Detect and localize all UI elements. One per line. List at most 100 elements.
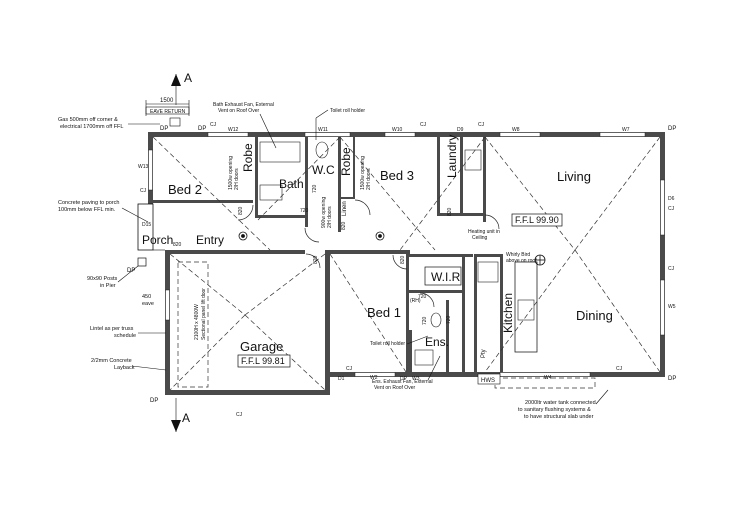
svg-text:Layback: Layback (114, 365, 135, 371)
svg-text:Whirly Bird: Whirly Bird (506, 252, 530, 258)
door-swings (237, 199, 500, 308)
ensuite-toilet (430, 312, 442, 328)
internal-walls (153, 137, 503, 376)
light-icons (238, 231, 546, 266)
svg-text:CJ: CJ (668, 266, 675, 272)
room-linen: Linen (342, 201, 348, 216)
svg-text:Heating unit in: Heating unit in (468, 229, 500, 235)
room-hws: HWS (481, 378, 495, 384)
ensuite-vanity (414, 349, 434, 366)
svg-text:450: 450 (142, 294, 151, 300)
notes-left: Gas 500mm off corner & electrical 1700mm… (58, 117, 167, 371)
room-robe1: Robe (241, 143, 255, 172)
svg-text:720: 720 (312, 184, 318, 193)
room-entry: Entry (196, 233, 224, 247)
ffl-garage: F.F.L 99.81 (241, 356, 285, 366)
svg-text:W8: W8 (512, 127, 520, 133)
room-bed3: Bed 3 (380, 168, 414, 183)
room-wir: W.I.R (431, 270, 461, 284)
room-dining: Dining (576, 308, 613, 323)
room-labels: Bed 2 Bath W.C Bed 3 Laundry Living Porc… (142, 135, 613, 385)
svg-text:Lintel as per truss: Lintel as per truss (90, 326, 134, 332)
svg-text:above on roof: above on roof (506, 258, 537, 264)
section-marker-top: A (171, 71, 192, 105)
water-tank (494, 377, 596, 389)
room-ens: Ens. (425, 335, 449, 349)
top-dimension: 1500 EAVE RETURN (145, 98, 190, 127)
svg-text:Ens. Exhaust Fan, External: Ens. Exhaust Fan, External (372, 379, 433, 385)
svg-text:EAVE RETURN: EAVE RETURN (150, 109, 186, 115)
ffl-box-garage (237, 354, 291, 368)
section-label-bottom: A (182, 411, 190, 425)
svg-text:D1: D1 (338, 376, 345, 382)
svg-text:(RH): (RH) (410, 298, 421, 304)
svg-text:DP: DP (127, 268, 135, 274)
svg-text:1500: 1500 (160, 98, 174, 104)
room-wc: W.C (312, 163, 335, 177)
dim-labels: 820 820 820 820 820 820 720 720 720 720 … (173, 184, 453, 325)
svg-text:720: 720 (418, 294, 427, 300)
room-robe2: Robe (339, 147, 353, 176)
kitchen-island (514, 261, 538, 353)
ffl-living: F.F.L 99.90 (515, 215, 559, 225)
bath-tub (259, 141, 301, 163)
svg-text:DP: DP (400, 376, 408, 382)
svg-text:720: 720 (446, 315, 452, 324)
opening-bath-2: 2/H doors (234, 168, 240, 190)
room-bath: Bath (279, 177, 304, 191)
opening-linen-2: 2/H doors (327, 206, 333, 228)
wall-tags: DP DP CJ W12 W11 W10 CJ D9 CJ W8 W7 DP C… (127, 122, 676, 418)
hws-box (477, 373, 501, 385)
vanity (259, 184, 283, 201)
porch-outline (137, 203, 154, 251)
svg-text:DP: DP (160, 126, 168, 132)
svg-text:W11: W11 (318, 127, 328, 133)
svg-text:Bath Exhaust Fan, External: Bath Exhaust Fan, External (213, 102, 274, 108)
svg-text:DP: DP (668, 126, 676, 132)
svg-text:in Pier: in Pier (100, 283, 116, 289)
svg-text:W12: W12 (228, 127, 239, 133)
opening-bath-1: 1500w opening (228, 156, 234, 190)
svg-text:CJ: CJ (478, 122, 485, 128)
svg-text:CJ: CJ (668, 206, 675, 212)
room-living: Living (557, 169, 591, 184)
svg-text:820: 820 (313, 255, 319, 264)
svg-text:DP: DP (668, 376, 676, 382)
svg-text:W10: W10 (392, 127, 403, 133)
room-porch: Porch (142, 233, 173, 247)
svg-text:W3: W3 (412, 376, 420, 382)
svg-text:D15: D15 (142, 222, 151, 228)
sink (517, 299, 535, 321)
section-label-top: A (184, 71, 192, 85)
svg-text:Vent on Roof Over: Vent on Roof Over (218, 108, 259, 114)
svg-text:CJ: CJ (210, 122, 217, 128)
svg-text:W13: W13 (138, 164, 149, 170)
svg-text:D6: D6 (668, 196, 675, 202)
svg-text:100mm below FFL min.: 100mm below FFL min. (58, 207, 116, 213)
garage-door-outline (177, 261, 209, 388)
section-marker-bottom: A (171, 398, 190, 432)
svg-text:CJ: CJ (616, 366, 623, 372)
svg-text:D9: D9 (457, 127, 464, 133)
svg-text:2000ltr water tank connected: 2000ltr water tank connected (525, 400, 596, 406)
svg-text:2/2mm Concrete: 2/2mm Concrete (91, 358, 132, 364)
fridge-space (477, 261, 499, 283)
room-kitchen: Kitchen (501, 293, 515, 333)
roof-lines (152, 136, 661, 391)
svg-text:CJ: CJ (420, 122, 427, 128)
windows (148, 132, 665, 377)
svg-text:CJ: CJ (236, 412, 243, 418)
svg-text:820: 820 (447, 207, 453, 216)
ffl-box-living (511, 213, 563, 227)
svg-text:Vent on Roof Over: Vent on Roof Over (374, 385, 415, 391)
laundry-tub (464, 149, 482, 171)
opening-linen-1: 900w opening (321, 197, 327, 228)
svg-text:720: 720 (422, 316, 428, 325)
svg-text:820: 820 (341, 221, 347, 230)
svg-text:to have structural slab under: to have structural slab under (524, 414, 594, 420)
svg-text:Toilet roll holder: Toilet roll holder (370, 341, 405, 347)
svg-text:Ceiling: Ceiling (472, 235, 488, 241)
svg-text:schedule: schedule (114, 333, 136, 339)
svg-text:CJ: CJ (346, 366, 353, 372)
